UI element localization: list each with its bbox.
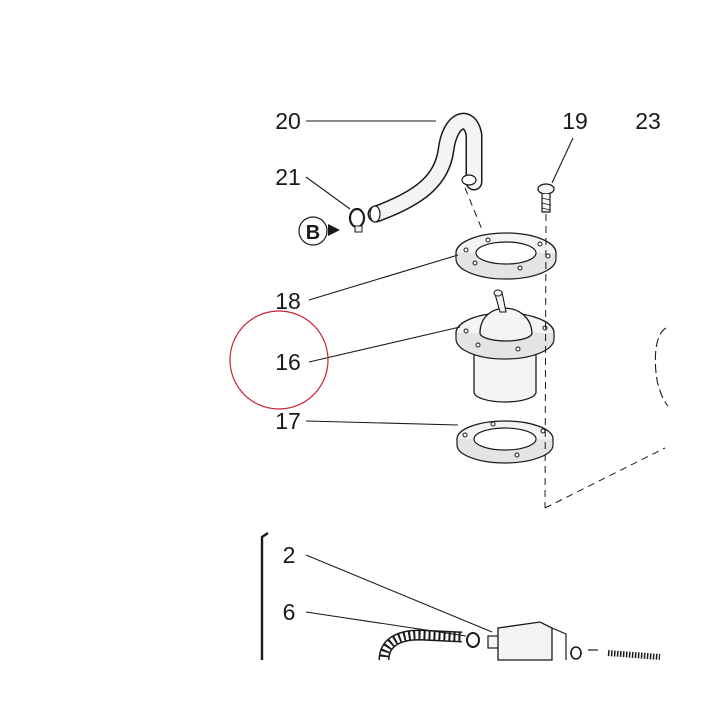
callout-21: 21 bbox=[275, 164, 301, 190]
callout-2: 2 bbox=[283, 542, 296, 568]
callout-23: 23 bbox=[635, 108, 661, 134]
callout-6: 6 bbox=[283, 599, 296, 625]
assembly-dashed-lines bbox=[464, 187, 666, 509]
highlight-circle bbox=[229, 310, 329, 410]
screw-part-19 bbox=[537, 183, 555, 213]
leader-lines bbox=[305, 120, 574, 637]
callout-16: 16 bbox=[275, 349, 301, 375]
callout-18: 18 bbox=[275, 288, 301, 314]
lower-gasket-part-17 bbox=[456, 420, 554, 464]
callout-b: B bbox=[306, 222, 320, 244]
hose-clamp-part-21 bbox=[348, 207, 366, 233]
lower-assembly bbox=[260, 532, 661, 661]
callout-19: 19 bbox=[562, 108, 588, 134]
gasket-ring-part-18 bbox=[455, 232, 557, 280]
callout-17: 17 bbox=[275, 408, 301, 434]
reference-b-marker bbox=[298, 216, 340, 246]
group-bracket bbox=[260, 532, 269, 660]
housing-outline bbox=[654, 327, 669, 407]
hose-part-20 bbox=[367, 112, 483, 223]
fuel-pump-part-16 bbox=[455, 289, 555, 403]
callout-20: 20 bbox=[275, 108, 301, 134]
